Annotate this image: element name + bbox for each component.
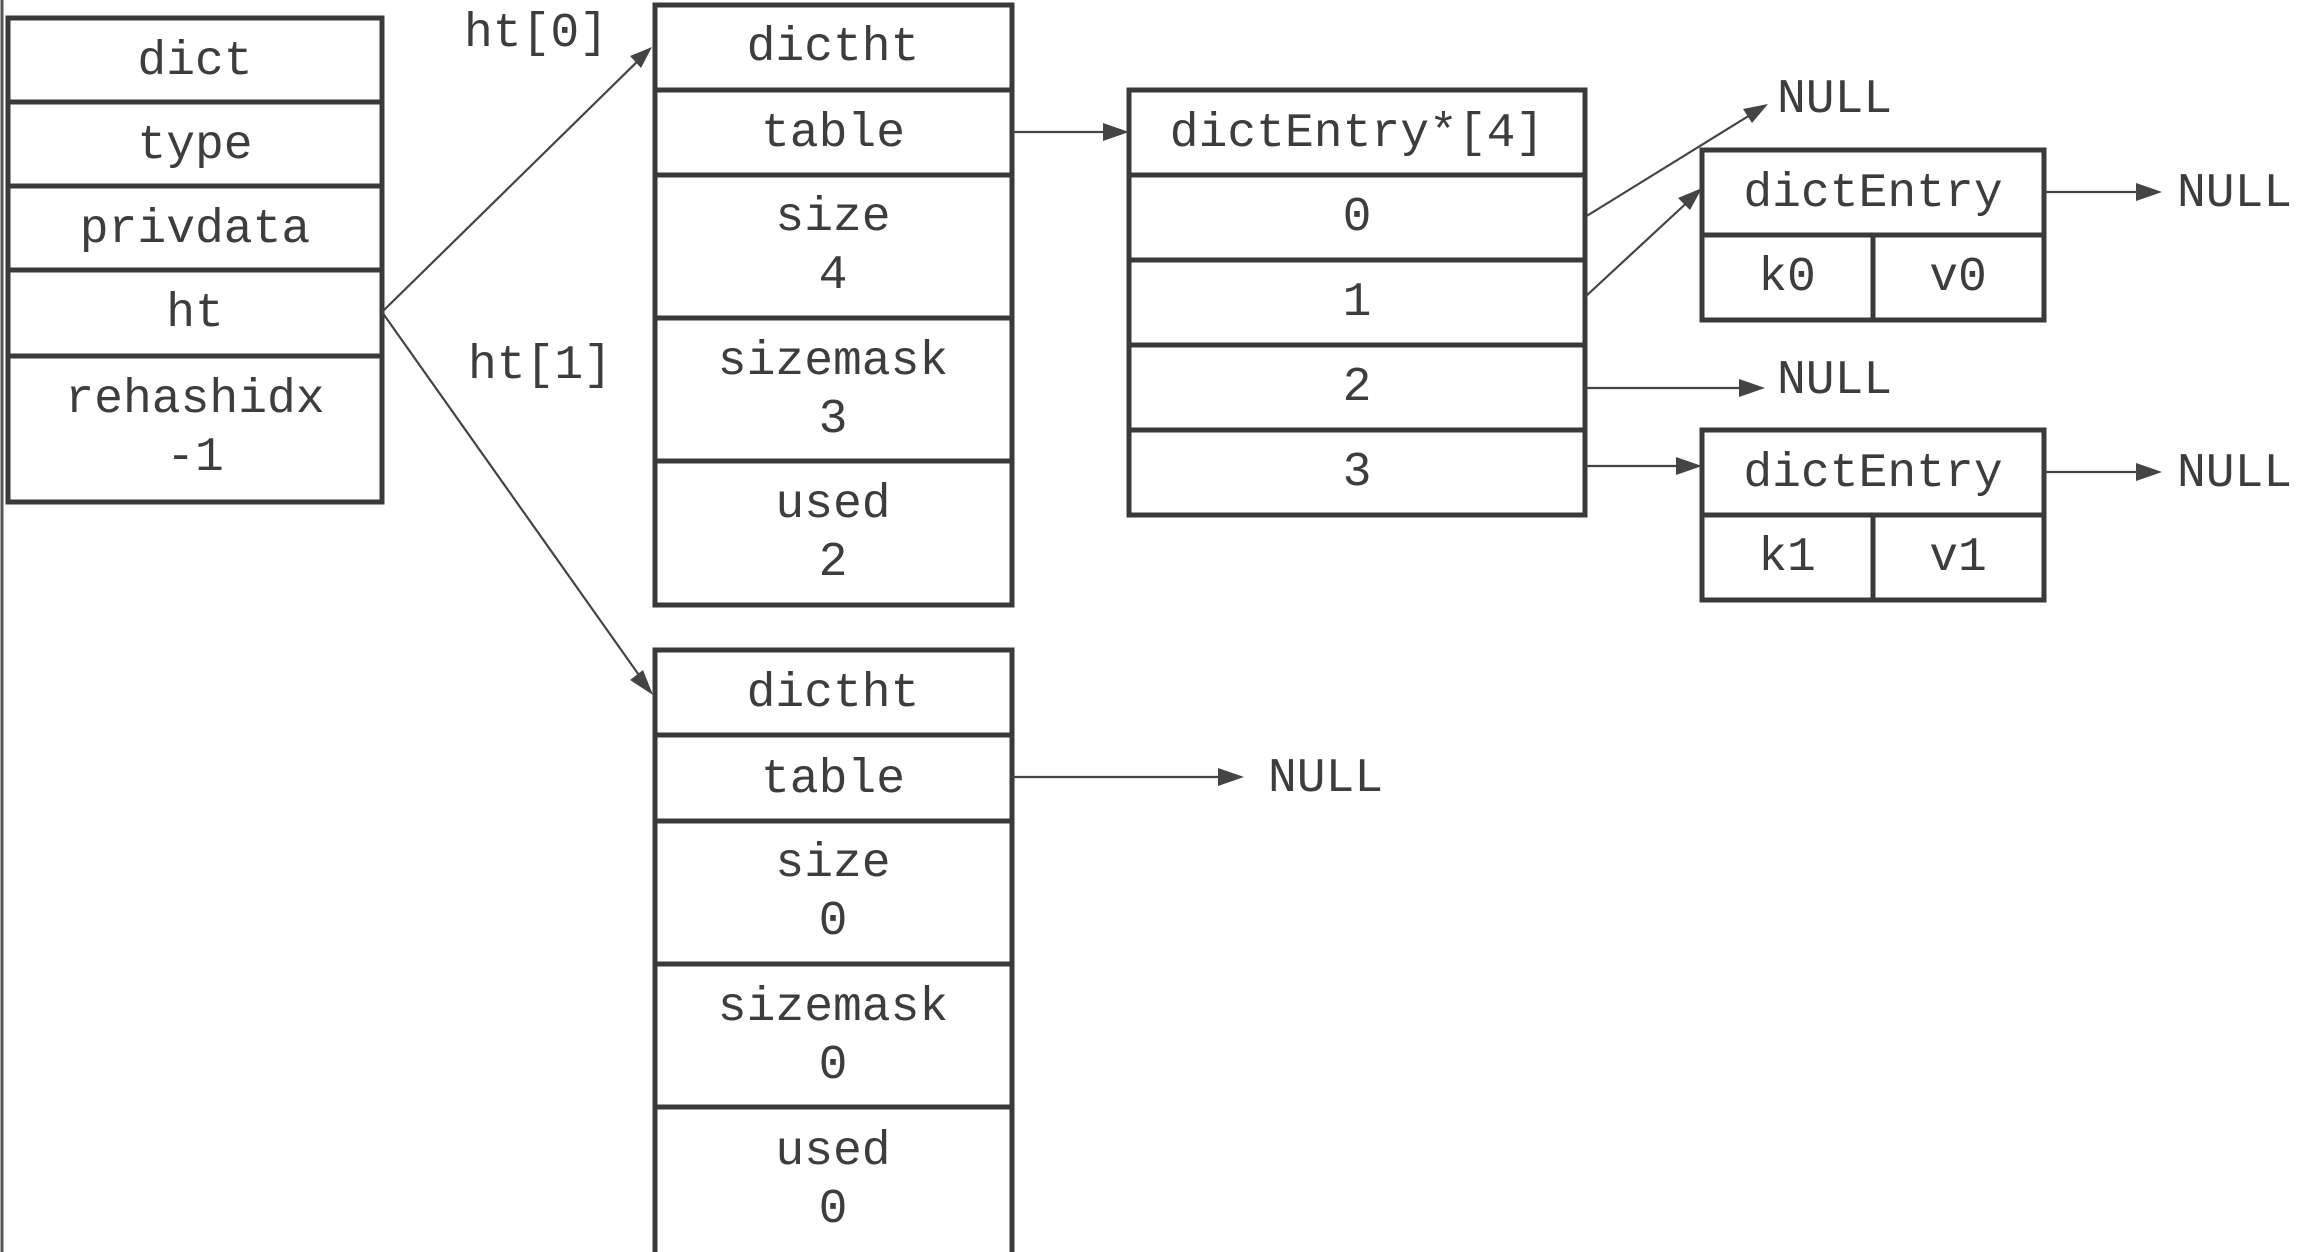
arrowhead-slot-0-null (1743, 104, 1768, 123)
dict-type-label: type (137, 119, 252, 173)
arrowhead-slot-1-entry-0 (1678, 188, 1702, 210)
arrowhead-slot-3-entry-1 (1676, 457, 1702, 475)
dict-rehashidx-value: -1 (166, 431, 224, 485)
table-slot-3-label: 3 (1343, 446, 1372, 500)
dict-entry-1: dictEntry k1 v1 (1699, 427, 2047, 603)
arrow-ht-to-ht0 (381, 52, 647, 313)
arrow-slot-0-null (1584, 111, 1756, 218)
table-slot-0-cell (1126, 172, 1588, 263)
table-array: dictEntry*[4] 0 1 2 3 (1126, 87, 1588, 518)
ht0-used-value: 2 (819, 536, 848, 590)
ht0-header-label: dictht (747, 21, 920, 75)
slot-0-null: NULL (1777, 73, 1892, 127)
table-slot-2-label: 2 (1343, 361, 1372, 415)
arrow-slot-1-entry-0 (1584, 196, 1694, 298)
table-array-header-label: dictEntry*[4] (1170, 107, 1544, 161)
ht0-sizemask-value: 3 (819, 393, 848, 447)
entry-1-header-label: dictEntry (1743, 447, 2002, 501)
ht0-size-cell (652, 172, 1015, 321)
table-slot-2-cell (1126, 342, 1588, 433)
entry-0-header-label: dictEntry (1743, 167, 2002, 221)
table-slot-3-cell (1126, 427, 1588, 518)
ht1-table-null: NULL (1268, 752, 1383, 806)
ht1-sizemask-label: sizemask (718, 981, 948, 1035)
table-slot-1-label: 1 (1343, 276, 1372, 330)
arrowhead-entry-0-next (2136, 183, 2162, 201)
dict-privdata-label: privdata (80, 203, 310, 257)
ht0-pointer-label: ht[0] (464, 7, 608, 61)
ht1-table-label: table (761, 753, 905, 807)
arrowhead-slot-2-null (1739, 379, 1765, 397)
ht1-size-value: 0 (819, 895, 848, 949)
arrowhead-ht0-table (1103, 123, 1129, 141)
dict-struct: dict type privdata ht rehashidx -1 (5, 15, 385, 505)
ht1-sizemask-value: 0 (819, 1039, 848, 1093)
ht1-used-value: 0 (819, 1183, 848, 1237)
table-array-header-cell (1126, 87, 1588, 178)
entry-0-next-null: NULL (2177, 167, 2292, 221)
dict-rehashidx-label: rehashidx (65, 373, 324, 427)
dict-ht-label: ht (166, 287, 224, 341)
dict-type-cell (5, 99, 385, 189)
ht0-size-label: size (775, 191, 890, 245)
ht0-used-label: used (775, 478, 890, 532)
ht0-table-label: table (761, 107, 905, 161)
entry-0-value-cell (1870, 232, 2047, 323)
ht0-header-cell (652, 2, 1015, 93)
ht0-used-cell (652, 458, 1015, 608)
arrowhead-ht1 (630, 670, 653, 695)
ht1-size-cell (652, 818, 1015, 967)
table-slot-1-cell (1126, 257, 1588, 348)
arrowhead-ht1-table-null (1218, 768, 1244, 786)
entry-1-next-null: NULL (2177, 447, 2292, 501)
ht0-dictht: dictht table size 4 sizemask 3 used 2 (652, 2, 1015, 608)
entry-0-header-cell (1699, 147, 2047, 238)
ht1-dictht: dictht table size 0 sizemask 0 used 0 (652, 647, 1015, 1252)
entry-0-value: v0 (1929, 251, 1987, 305)
table-slot-0-label: 0 (1343, 191, 1372, 245)
arrow-ht-to-ht1 (381, 311, 647, 686)
dict-rehashidx-cell (5, 353, 385, 505)
entry-0-key-cell (1699, 232, 1876, 323)
slot-2-null: NULL (1777, 354, 1892, 408)
entry-0-key: k0 (1758, 251, 1816, 305)
ht1-used-label: used (775, 1125, 890, 1179)
arrowhead-ht0 (630, 47, 652, 68)
arrowhead-entry-1-next (2136, 463, 2162, 481)
ht1-pointer-label: ht[1] (468, 339, 612, 393)
ht0-sizemask-cell (652, 315, 1015, 464)
ht1-header-cell (652, 647, 1015, 738)
entry-1-value-cell (1870, 512, 2047, 603)
dict-header-label: dict (137, 35, 252, 89)
ht0-sizemask-label: sizemask (718, 335, 948, 389)
ht1-size-label: size (775, 837, 890, 891)
entry-1-value: v1 (1929, 531, 1987, 585)
entry-1-key: k1 (1758, 531, 1816, 585)
ht1-used-cell (652, 1104, 1015, 1252)
arrows (381, 47, 2162, 786)
ht0-size-value: 4 (819, 249, 848, 303)
ht1-header-label: dictht (747, 667, 920, 721)
ht1-sizemask-cell (652, 961, 1015, 1110)
dict-entry-0: dictEntry k0 v0 (1699, 147, 2047, 323)
